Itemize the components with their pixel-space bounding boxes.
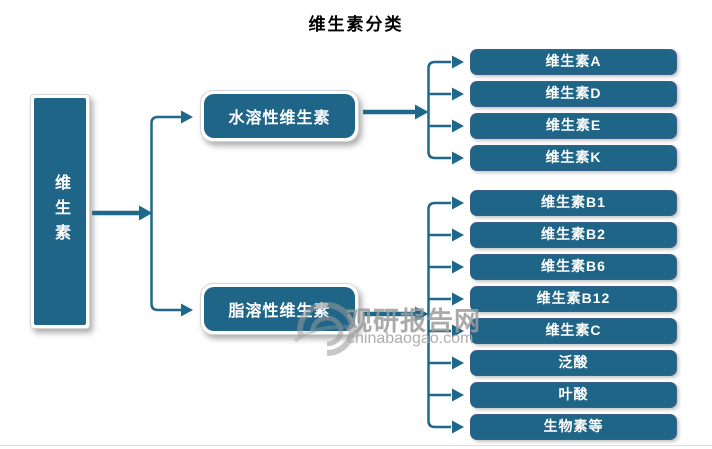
diagram-title: 维生素分类 bbox=[308, 15, 404, 34]
bottom-divider bbox=[0, 445, 712, 446]
watermark-site-name: 观研报告网 bbox=[346, 306, 482, 336]
leaf-node: 维生素E bbox=[470, 113, 677, 139]
root-node-label: 维生素 bbox=[52, 174, 69, 249]
leaf-node: 维生素K bbox=[470, 145, 677, 171]
branch-node-water-soluble: 水溶性维生素 bbox=[200, 90, 359, 142]
leaf-node: 维生素B1 bbox=[470, 190, 677, 216]
leaf-node: 维生素C bbox=[470, 318, 677, 344]
watermark-site-domain: chinabaogao.com bbox=[347, 330, 474, 347]
leaf-node: 叶酸 bbox=[470, 382, 677, 408]
branch-node-label: 水溶性维生素 bbox=[204, 94, 355, 138]
leaf-node: 维生素B6 bbox=[470, 254, 677, 280]
leaf-node: 维生素B2 bbox=[470, 222, 677, 248]
leaf-node: 维生素B12 bbox=[470, 286, 677, 312]
root-node-fill: 维生素 bbox=[34, 98, 86, 325]
branch-node-fat-soluble: 脂溶性维生素 bbox=[200, 283, 359, 335]
watermark-logo-icon bbox=[293, 302, 356, 356]
leaf-node: 维生素D bbox=[470, 81, 677, 107]
leaf-node: 维生素A bbox=[470, 49, 677, 75]
leaf-node: 泛酸 bbox=[470, 350, 677, 376]
leaf-node: 生物素等 bbox=[470, 414, 677, 440]
root-node-vitamin: 维生素 bbox=[30, 94, 90, 329]
branch-node-label: 脂溶性维生素 bbox=[204, 287, 355, 331]
